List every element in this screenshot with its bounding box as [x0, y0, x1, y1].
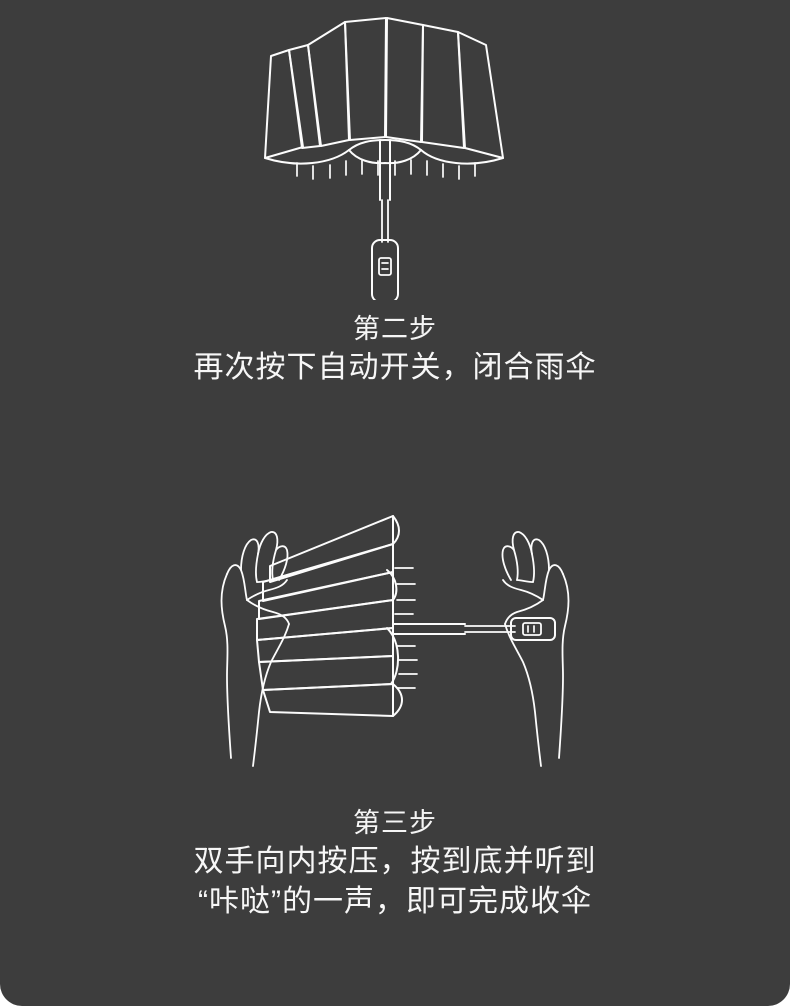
- umbrella-handle: [371, 239, 399, 300]
- auto-switch-button: [522, 622, 542, 636]
- step-three-line-2: “咔哒”的一声，即可完成收伞: [198, 885, 592, 918]
- closed-umbrella-vertical-illustration: [264, 17, 504, 300]
- umbrella-ribs: [394, 567, 418, 689]
- folded-canopy: [256, 515, 403, 717]
- step-three-line-1: 双手向内按压，按到底并听到: [193, 845, 597, 878]
- umbrella-ribs: [296, 159, 476, 180]
- umbrella-handle: [510, 617, 556, 641]
- left-hand: [220, 531, 290, 767]
- step-two-caption: 第二步 再次按下自动开关，闭合雨伞: [0, 310, 790, 388]
- step-section-step-three: 第三步 双手向内按压，按到底并听到 “咔哒”的一声，即可完成收伞: [0, 500, 790, 1006]
- right-hand: [501, 531, 570, 767]
- step-three-title: 第三步: [353, 808, 437, 838]
- step-two-title: 第二步: [353, 314, 437, 344]
- umbrella-shaft: [392, 623, 516, 635]
- two-hands-pressing-umbrella-illustration: [220, 515, 570, 767]
- step-section-step-two: 第二步 再次按下自动开关，闭合雨伞: [0, 0, 790, 500]
- umbrella-canopy: [264, 17, 504, 165]
- umbrella-shaft: [379, 139, 391, 243]
- step-three-caption: 第三步 双手向内按压，按到底并听到 “咔哒”的一声，即可完成收伞: [0, 804, 790, 922]
- auto-switch-button: [378, 257, 392, 276]
- step-two-line-1: 再次按下自动开关，闭合雨伞: [193, 351, 597, 384]
